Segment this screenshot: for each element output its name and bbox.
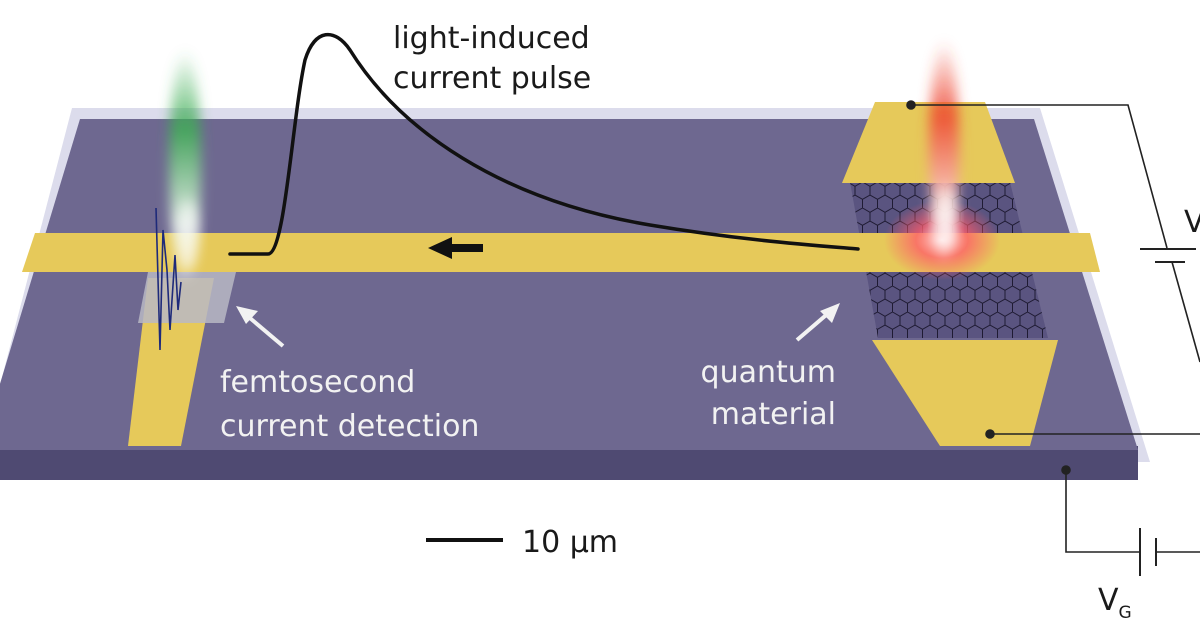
arrow-left-icon: [428, 237, 483, 259]
red-laser-beam: [884, 40, 1000, 280]
current-pulse-curve: [228, 32, 860, 256]
green-laser-beam: [169, 50, 201, 280]
detection-label-line1: femtosecond: [220, 365, 415, 400]
arrow-up-left-icon: [236, 306, 285, 348]
source-voltage-label: V: [1184, 205, 1200, 240]
detected-waveform: [155, 207, 182, 351]
pulse-label-line1: light-induced: [393, 21, 590, 56]
detection-gap: [138, 272, 236, 323]
arrow-up-right-icon: [795, 303, 840, 342]
scale-bar-label: 10 µm: [522, 525, 618, 560]
substrate-side: [0, 446, 1138, 480]
material-label-line2: material: [711, 397, 836, 432]
detection-label-line2: current detection: [220, 409, 479, 444]
material-label-line1: quantum: [701, 355, 836, 390]
gate-voltage-sub: G: [1119, 603, 1132, 623]
top-contact: [842, 102, 1015, 183]
bottom-contact: [872, 340, 1058, 446]
gold-electrodes: [22, 102, 1100, 446]
waveguide-strip: [22, 233, 1100, 272]
gate-voltage-main: V: [1098, 583, 1119, 618]
gate-voltage-label: VG: [1098, 583, 1132, 623]
pulse-label-line2: current pulse: [393, 61, 591, 96]
bias-circuit: [906, 100, 1200, 576]
